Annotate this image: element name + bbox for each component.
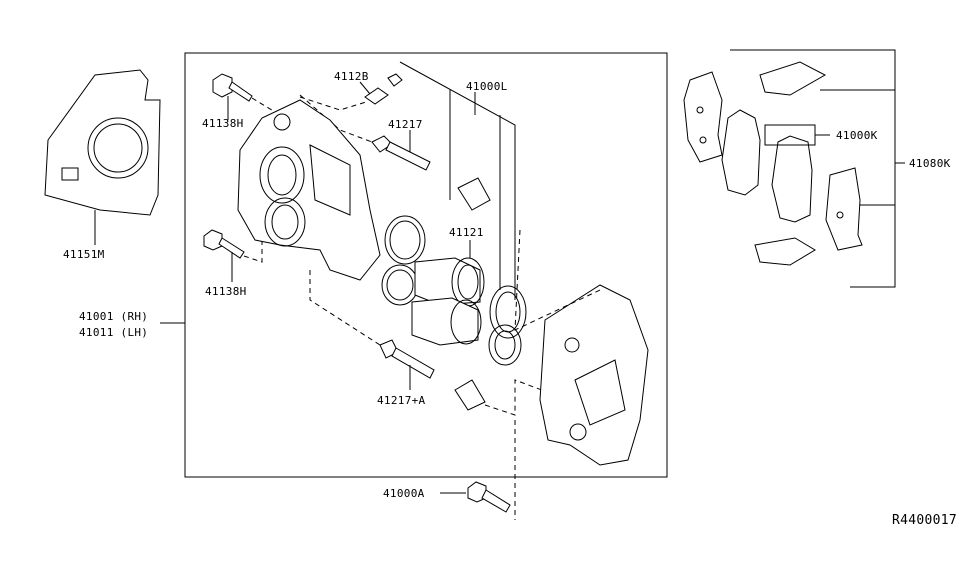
- bleeder-leader: [359, 81, 371, 95]
- caliper-bracket-part[interactable]: [539, 284, 649, 466]
- piston-seal-outer-part[interactable]: [488, 285, 527, 366]
- piston-part[interactable]: [411, 257, 485, 346]
- pad-clip-lower-part[interactable]: [754, 237, 816, 266]
- label-bolt-top: 41138H: [202, 117, 244, 130]
- bleeder-screw-part[interactable]: [364, 73, 403, 105]
- slide-pin-lower-part[interactable]: [379, 339, 435, 379]
- label-bleeder: 4112B: [334, 70, 369, 83]
- baffle-plate-part[interactable]: [44, 69, 161, 216]
- boot-lower-axis: [484, 379, 556, 416]
- caliper-bolt-top-part[interactable]: [212, 73, 253, 102]
- bracket-axis: [514, 229, 601, 331]
- boot-upper-part[interactable]: [457, 177, 491, 211]
- label-mount-bolt: 41000A: [383, 487, 425, 500]
- assembly-frame: [184, 52, 668, 478]
- bolt-lower-axis: [243, 240, 263, 263]
- pad-clip-upper-part[interactable]: [759, 61, 827, 96]
- boot-lower-part[interactable]: [454, 379, 486, 411]
- caliper-body-part[interactable]: [237, 99, 381, 281]
- label-piston: 41121: [449, 226, 484, 239]
- brake-pad-inner-part[interactable]: [721, 109, 761, 196]
- label-bolt-lower: 41138H: [205, 285, 247, 298]
- label-seal-kit: 41000L: [466, 80, 508, 93]
- reference-code: R4400017: [892, 513, 957, 528]
- label-pad-kit: 41000K: [836, 129, 878, 142]
- label-caliper-rh: 41001 (RH): [79, 310, 148, 323]
- label-pin-upper: 41217: [388, 118, 423, 131]
- brake-pad-outer-part[interactable]: [771, 135, 813, 223]
- label-hardware-kit: 41080K: [909, 157, 951, 170]
- pin-lower-axis: [309, 270, 381, 346]
- seal-kit-bracket: [399, 61, 516, 300]
- label-caliper-lh: 41011 (LH): [79, 326, 148, 339]
- label-baffle: 41151M: [63, 248, 105, 261]
- slide-pin-upper-part[interactable]: [371, 135, 431, 171]
- pin-upper-axis: [299, 94, 373, 143]
- hardware-kit-bracket: [730, 49, 896, 288]
- label-pin-lower: 41217+A: [377, 394, 426, 407]
- pad-shim-outer-part[interactable]: [825, 167, 863, 251]
- mount-bolt-part[interactable]: [467, 481, 511, 513]
- pad-shim-inner-part[interactable]: [683, 71, 723, 163]
- caliper-bolt-lower-part[interactable]: [203, 229, 245, 259]
